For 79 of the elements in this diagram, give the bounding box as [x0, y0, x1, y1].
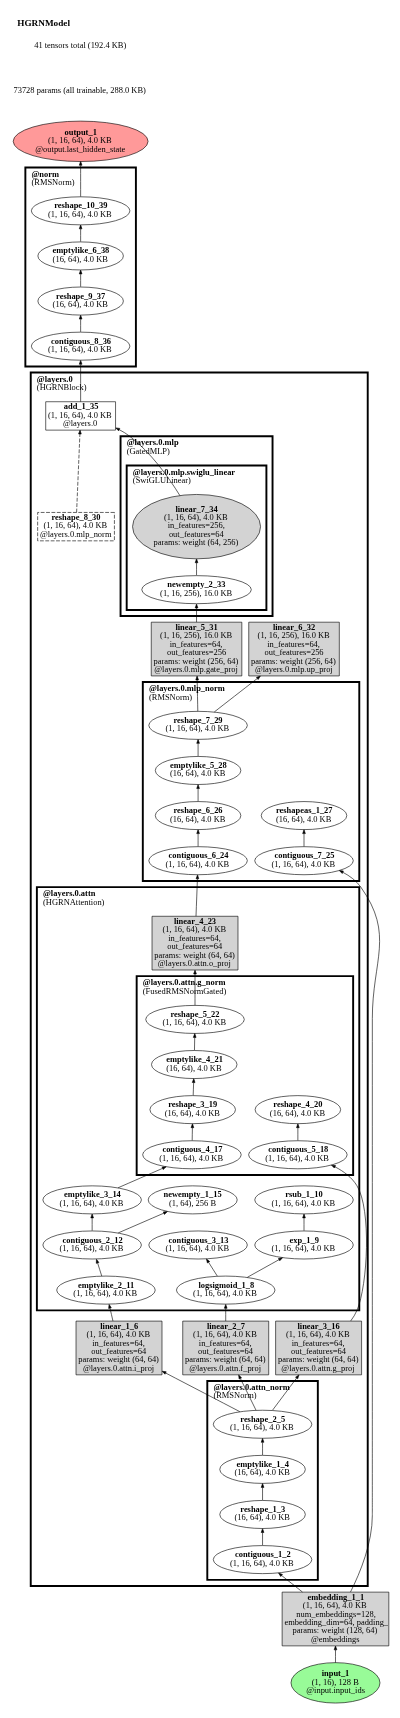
arrow	[196, 828, 200, 847]
node-ellipse: rsub_1_10 (1, 16, 64), 4.0 KB	[254, 1185, 354, 1214]
arrow	[108, 1303, 114, 1321]
arrow	[79, 269, 83, 287]
node-ellipse: contiguous_6_24 (1, 16, 64), 4.0 KB	[148, 845, 248, 875]
node-ellipse: reshape_9_37 (16, 64), 4.0 KB	[37, 286, 124, 315]
arrow	[296, 1123, 300, 1141]
node-ellipse: reshape_2_5 (1, 16, 64), 4.0 KB	[213, 1409, 313, 1439]
arrow	[196, 738, 200, 756]
arrow	[194, 603, 199, 622]
arrow	[214, 675, 261, 712]
arrow	[238, 1374, 257, 1410]
node-ellipse: emptylike_3_14 (1, 16, 64), 4.0 KB	[42, 1185, 142, 1214]
node-ellipse: logsigmoid_1_8 (1, 16, 64), 4.0 KB	[176, 1275, 276, 1304]
node-ellipse: reshape_1_3 (16, 64), 4.0 KB	[219, 1499, 306, 1529]
arrow	[339, 869, 380, 1592]
node-box: embedding_1_1 (1, 16, 64), 4.0 KB num_embeddings=128, embedding_dim=64, padding_ params: weight (128, 64) @embeddings	[281, 1591, 390, 1646]
arrow	[302, 828, 306, 847]
arrow	[161, 1370, 241, 1412]
arrow	[206, 1258, 218, 1276]
arrow	[272, 1374, 300, 1410]
arrow	[194, 558, 199, 576]
arrow	[196, 783, 200, 802]
arrow	[90, 1213, 94, 1231]
arrow	[331, 1164, 367, 1321]
node-ellipse: contiguous_8_36 (1, 16, 64), 4.0 KB	[31, 331, 131, 360]
node-ellipse: emptylike_2_11 (1, 16, 64), 4.0 KB	[56, 1275, 156, 1304]
arrow	[115, 427, 181, 496]
node-ellipse: contiguous_3_13 (1, 16, 64), 4.0 KB	[148, 1230, 248, 1259]
node-box: linear_4_23 (1, 16, 64), 4.0 KB in_features=64, out_features=64 params: weight (64, 64) @layers.0.attn.o_proj	[151, 915, 239, 970]
arrow	[193, 969, 197, 1006]
node-ellipse: reshape_4_20 (16, 64), 4.0 KB	[254, 1094, 341, 1124]
arrow	[190, 1123, 195, 1141]
arrow	[79, 359, 83, 402]
arrow	[96, 1258, 103, 1276]
arrow	[192, 1077, 196, 1096]
label: 73728 params (all trainable, 288.0 KB)	[13, 84, 146, 95]
node-box: linear_5_31 (1, 16, 256), 16.0 KB in_features=64, out_features=256 params: weight (256, 64) @layers.0.mlp.gate_proj	[150, 621, 243, 676]
arrow	[333, 1645, 338, 1663]
arrow	[278, 1572, 303, 1592]
arrow	[195, 874, 200, 916]
node-ellipse: reshape_7_29 (1, 16, 64), 4.0 KB	[148, 710, 248, 740]
node-box: add_1_35 (1, 16, 64), 4.0 KB @layers.0	[45, 400, 116, 430]
node-ellipse: reshape_6_26 (16, 64), 4.0 KB	[155, 800, 242, 830]
arrow	[260, 1437, 265, 1455]
node-ellipse: input_1 (1, 16), 128 B @input.input_ids	[290, 1661, 381, 1703]
node-ellipse: output_1 (1, 16, 64), 4.0 KB @output.last_hidden_state	[12, 120, 149, 162]
arrow	[79, 224, 83, 242]
arrow	[260, 1527, 265, 1546]
node-ellipse: reshape_5_22 (1, 16, 64), 4.0 KB	[145, 1004, 245, 1034]
node-ellipse: reshape_10_39 (1, 16, 64), 4.0 KB	[31, 196, 131, 225]
arrow	[117, 1166, 167, 1188]
node-ellipse: newempty_2_33 (1, 16, 256), 16.0 KB	[141, 574, 252, 604]
arrow	[224, 1303, 228, 1321]
node-ellipse: contiguous_2_12 (1, 16, 64), 4.0 KB	[42, 1230, 142, 1259]
node-ellipse: reshapeas_1_27 (16, 64), 4.0 KB	[260, 800, 348, 830]
node-box: linear_1_6 (1, 16, 64), 4.0 KB in_features=64, out_features=64 params: weight (64, 64) @layers.0.attn.i_proj	[75, 1320, 163, 1375]
arrow	[193, 1032, 197, 1051]
arrow	[79, 314, 83, 332]
node-ellipse: contiguous_1_2 (1, 16, 64), 4.0 KB	[213, 1544, 313, 1574]
node-ellipse: emptylike_6_38 (16, 64), 4.0 KB	[37, 241, 124, 270]
arrow	[247, 1256, 283, 1278]
node-box: linear_6_32 (1, 16, 256), 16.0 KB in_features=64, out_features=256 params: weight (256, 64) @layers.0.mlp.up_proj	[248, 621, 340, 676]
node-ellipse: emptylike_5_28 (16, 64), 4.0 KB	[155, 755, 242, 785]
arrow	[76, 429, 82, 513]
diagram-title: HGRNModel	[17, 17, 70, 28]
arrow	[302, 1213, 306, 1231]
node-ellipse: emptylike_1_4 (16, 64), 4.0 KB	[219, 1454, 306, 1484]
arrow	[195, 675, 199, 712]
arrow	[260, 1482, 265, 1500]
arrow	[118, 1210, 168, 1233]
label: 41 tensors total (192.4 KB)	[34, 39, 127, 50]
node-box: reshape_8_30 (1, 16, 64), 4.0 KB @layers.0.mlp_norm	[37, 511, 115, 541]
arrow	[79, 160, 83, 197]
node-ellipse: linear_7_34 (1, 16, 64), 4.0 KB in_features=256, out_features=64 params: weight (64, 256)	[132, 493, 261, 559]
node-box: linear_3_16 (1, 16, 64), 4.0 KB in_features=64, out_features=64 params: weight (64, 64) @layers.0.attn.g_proj	[275, 1320, 362, 1375]
node-ellipse: emptylike_4_21 (16, 64), 4.0 KB	[151, 1049, 238, 1079]
node-box: linear_2_7 (1, 16, 64), 4.0 KB in_features=64, out_features=64 params: weight (64, 64) @layers.0.attn.f_proj	[182, 1320, 269, 1375]
node-ellipse: reshape_3_19 (16, 64), 4.0 KB	[149, 1094, 236, 1124]
